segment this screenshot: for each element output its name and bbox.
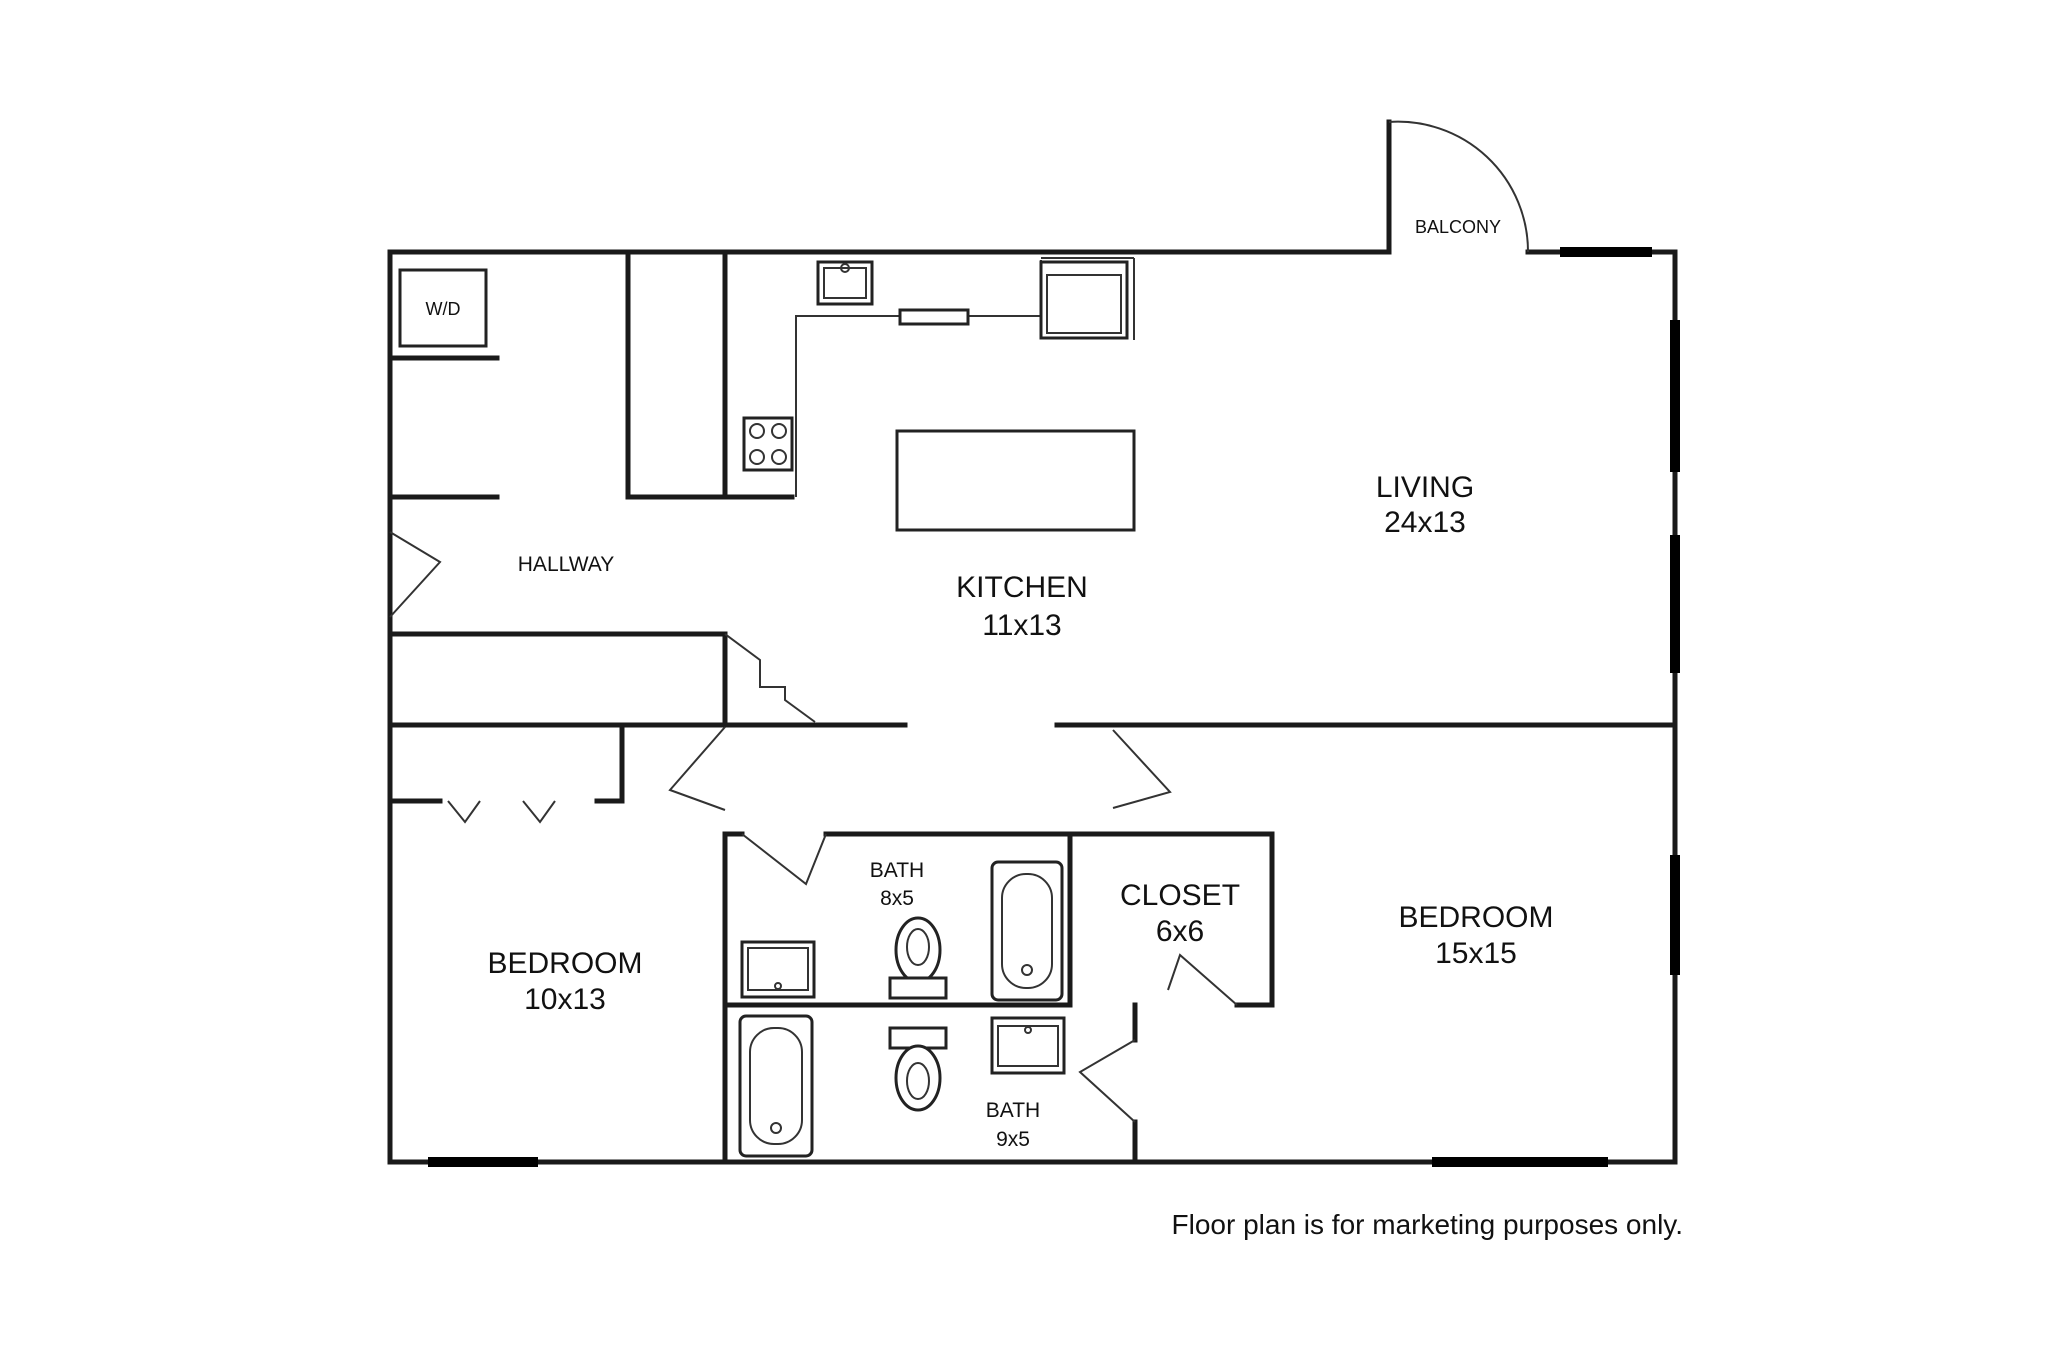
bath-upper-size: 8x5 (880, 887, 914, 910)
bedroom-right-label: BEDROOM (1398, 901, 1553, 934)
washer-dryer: W/D (398, 268, 488, 348)
bedroom-left-label: BEDROOM (487, 947, 642, 980)
balcony-label: BALCONY (1415, 217, 1501, 237)
closet-label: CLOSET (1120, 879, 1240, 912)
kitchen-fixtures (742, 257, 1136, 532)
bath-fixtures (738, 860, 1066, 1158)
bedroom-right-size: 15x15 (1435, 937, 1517, 970)
room-labels: BALCONY HALLWAY KITCHEN 11x13 LIVING 24x… (487, 217, 1553, 1151)
kitchen-label: KITCHEN (956, 571, 1088, 604)
wd-label: W/D (426, 299, 461, 319)
bath-lower-size: 9x5 (996, 1128, 1030, 1151)
hallway-label: HALLWAY (518, 553, 614, 576)
living-label: LIVING (1376, 471, 1474, 504)
interior-walls (387, 249, 1678, 1165)
bath-lower-label: BATH (986, 1099, 1040, 1122)
kitchen-size: 11x13 (982, 609, 1062, 642)
bedroom-left-size: 10x13 (524, 983, 606, 1016)
closet-size: 6x6 (1156, 915, 1204, 948)
bath-upper-label: BATH (870, 859, 924, 882)
balcony-door (1386, 119, 1530, 255)
windows (428, 247, 1680, 1167)
living-size: 24x13 (1384, 506, 1466, 539)
disclaimer-note: Floor plan is for marketing purposes onl… (1172, 1209, 1684, 1240)
